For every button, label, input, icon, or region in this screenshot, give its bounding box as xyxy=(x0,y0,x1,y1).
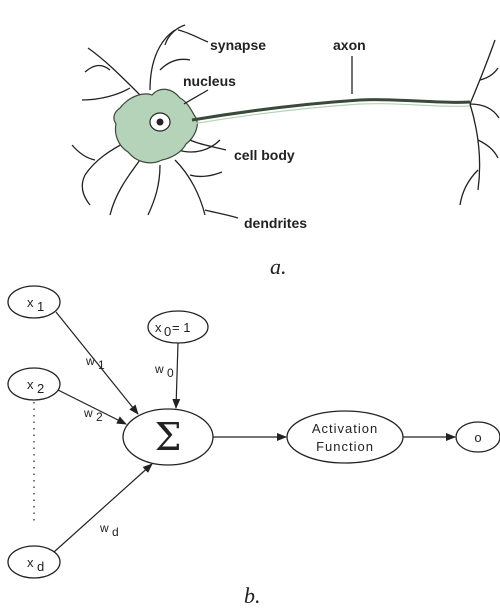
wd-base: w xyxy=(99,521,109,535)
activation-line1: Activation xyxy=(312,421,378,436)
input-xd-sub: d xyxy=(37,559,44,574)
weight-w1: w 1 xyxy=(85,354,105,372)
label-dendrites: dendrites xyxy=(244,215,307,231)
activation-line2: Function xyxy=(316,439,374,454)
weight-w2: w 2 xyxy=(83,406,103,424)
input-x2-sub: 2 xyxy=(37,381,44,396)
label-synapse: synapse xyxy=(210,37,266,53)
w0-sub: 0 xyxy=(167,366,174,380)
bias-base: x xyxy=(155,320,162,335)
label-nucleus: nucleus xyxy=(183,73,236,89)
w0-base: w xyxy=(154,362,164,376)
caption-a: a. xyxy=(270,254,287,279)
bias-node: x 0 = 1 xyxy=(148,311,208,343)
perceptron-diagram: x 1 x 2 x d x 0 = 1 Σ Activ xyxy=(8,286,500,578)
output-label: o xyxy=(474,430,481,445)
label-axon: axon xyxy=(333,37,366,53)
edge-bias-sum xyxy=(176,343,178,408)
input-xd-base: x xyxy=(27,555,34,570)
wd-sub: d xyxy=(112,525,119,539)
w1-base: w xyxy=(85,354,95,368)
bias-sub: 0 xyxy=(164,324,171,339)
label-cell-body: cell body xyxy=(234,147,295,163)
caption-b: b. xyxy=(244,583,261,608)
input-node-x1: x 1 xyxy=(8,286,60,318)
input-node-x2: x 2 xyxy=(8,368,60,400)
input-node-xd: x d xyxy=(8,546,60,578)
sum-symbol: Σ xyxy=(155,415,182,459)
activation-node: Activation Function xyxy=(287,411,403,463)
input-x1-base: x xyxy=(27,295,34,310)
summation-node: Σ xyxy=(123,409,213,465)
bias-suffix: = 1 xyxy=(172,320,190,335)
w2-sub: 2 xyxy=(96,410,103,424)
edge-xd-sum xyxy=(54,464,152,552)
w2-base: w xyxy=(83,406,93,420)
output-node: o xyxy=(456,422,500,452)
weight-w0: w 0 xyxy=(154,362,174,380)
edge-x1-sum xyxy=(56,312,138,414)
axon-terminals xyxy=(460,40,499,205)
connections xyxy=(54,312,455,552)
leader-lines xyxy=(178,30,352,218)
weight-wd: w d xyxy=(99,521,119,539)
input-x2-base: x xyxy=(27,377,34,392)
w1-sub: 1 xyxy=(98,358,105,372)
neuron-illustration: synapse axon nucleus cell body dendrites xyxy=(72,25,499,231)
input-x1-sub: 1 xyxy=(37,299,44,314)
